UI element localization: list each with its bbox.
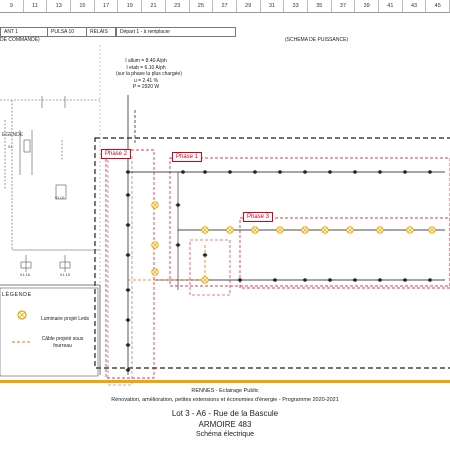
legend-box (0, 287, 99, 377)
legend-lamp-symbol (17, 310, 27, 320)
legend-title: LÉGENDE (2, 292, 32, 298)
footer-title: Lot 3 - A6 - Rue de la Bascule (171, 409, 279, 418)
ruler-cell: 9 (0, 0, 24, 12)
ruler-cell: 19 (118, 0, 143, 12)
label-egende: EGENDE (2, 132, 24, 138)
ruler-cell: 21 (142, 0, 166, 12)
footer-subtitle: Schéma électrique (196, 431, 254, 438)
footer-line-2: Rénovation, amélioration, petites extens… (111, 397, 339, 403)
ruler-cell: 27 (213, 0, 237, 12)
phase2-zone (105, 149, 155, 379)
ruler-cell: 15 (71, 0, 95, 12)
ruler-cell: 41 (379, 0, 403, 12)
ruler-cell: 39 (355, 0, 379, 12)
phase3-zone (239, 217, 450, 289)
footer-divider (0, 380, 450, 383)
label-01: 01 (8, 144, 13, 149)
purple-zone (107, 154, 133, 386)
header-cell-4: Départ 1 - à remplacer (116, 27, 236, 37)
calc-line-1: I allum = 8.40 A/ph (125, 58, 167, 64)
phase1-label: Phase 1 (172, 152, 203, 162)
calc-line-3: (sur la phase la plus chargée) (116, 71, 182, 78)
ruler-cell: 17 (95, 0, 119, 12)
header-cell-3: RELAIS (86, 27, 116, 37)
command-schematic (0, 96, 100, 272)
ruler-cell: 29 (237, 0, 261, 12)
label-0116: 01.16 (20, 272, 31, 277)
electrical-calculation: I allum = 8.40 A/ph I etab = 6.10 A/ph (… (116, 58, 182, 91)
ruler-cell: 11 (24, 0, 48, 12)
ruler-cell: 37 (332, 0, 356, 12)
footer-line-1: RENNES - Eclairage Public (191, 388, 259, 394)
legend-lamp-label: Luminaire projet Leds (40, 316, 90, 322)
calc-line-5: P = 2920 W (132, 84, 160, 91)
calc-line-2: I etab = 6.10 A/ph (126, 64, 166, 71)
calc-line-4: u = 2.41 % (133, 77, 159, 84)
section-right-label: (SCHEMA DE PUISSANCE) (285, 37, 349, 43)
label-0115: 01.15 (60, 272, 71, 277)
section-left-label: DE COMMANDE) (0, 37, 40, 43)
label-0101: 01.01 (55, 195, 66, 200)
ruler-cell: 13 (47, 0, 72, 12)
cabinet-boundary (94, 137, 450, 369)
phase1-zone (169, 157, 450, 287)
phase3-label: Phase 3 (243, 212, 274, 222)
lamp-symbols (125, 170, 436, 372)
ruler-cell: 33 (284, 0, 308, 12)
legend-cable-label: Câble projeté sous fourreau (41, 336, 84, 349)
ruler-cell: 43 (403, 0, 427, 12)
phase2-label: Phase 2 (101, 149, 132, 159)
ruler-cell: 31 (261, 0, 285, 12)
ruler-cell: 35 (308, 0, 332, 12)
footer-cabinet: ARMOIRE 483 (198, 420, 252, 429)
ruler-cell: 25 (190, 0, 214, 12)
ruler-cell: 23 (166, 0, 190, 12)
